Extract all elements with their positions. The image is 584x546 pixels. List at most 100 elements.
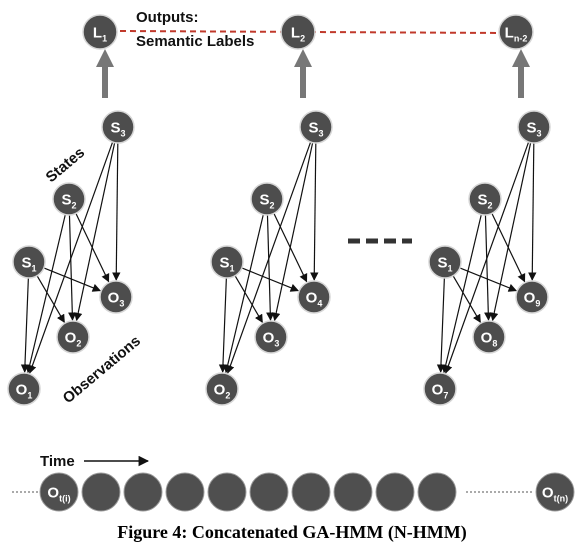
- state-node: S2: [250, 182, 284, 216]
- transition-edge: [223, 212, 265, 374]
- state-node-text: S1: [21, 254, 36, 273]
- state-node-circle: [52, 182, 86, 216]
- label-node-circle: [82, 14, 118, 50]
- state-node: S2: [52, 182, 86, 216]
- observation-node: O4: [297, 280, 331, 314]
- timeline-step-node: [333, 472, 373, 512]
- hmm-groups: L1S3S2S1O3O2O1L2S3S2S1O4O3O2Ln-2S3S2S1O9…: [7, 14, 551, 406]
- transition-edge: [441, 212, 483, 374]
- label-node: L2: [280, 14, 316, 50]
- state-node: S3: [101, 110, 135, 144]
- transition-edge: [218, 275, 228, 373]
- timeline-nodes: Ot(i) Ot(n): [39, 472, 575, 512]
- transition-edge: [68, 212, 77, 321]
- label-node: Ln-2: [498, 14, 534, 50]
- timeline-step-node: [249, 472, 289, 512]
- state-node-circle: [250, 182, 284, 216]
- transition-edge: [233, 273, 263, 324]
- state-node: S3: [517, 110, 551, 144]
- outputs-label-line1: Outputs:: [136, 9, 198, 26]
- state-node-circle: [428, 245, 462, 279]
- timeline-step-node: [123, 472, 163, 512]
- observation-node-text: O4: [306, 289, 323, 308]
- observation-node-text: O2: [65, 329, 82, 348]
- transition-edge: [20, 275, 30, 373]
- observation-node: O1: [7, 372, 41, 406]
- figure-caption: Figure 4: Concatenated GA-HMM (N-HMM): [117, 522, 467, 543]
- observation-node-circle: [99, 280, 133, 314]
- state-node-circle: [299, 110, 333, 144]
- observation-node: O9: [515, 280, 549, 314]
- transition-edge: [528, 140, 537, 281]
- transition-edge: [25, 212, 67, 374]
- observation-node-text: O7: [432, 381, 449, 400]
- state-node-text: S1: [219, 254, 234, 273]
- transition-edge: [310, 140, 319, 281]
- observation-node-circle: [472, 320, 506, 354]
- observation-node: O8: [472, 320, 506, 354]
- timeline-step-node: [81, 472, 121, 512]
- observation-node-text: O8: [481, 329, 498, 348]
- observation-node-circle: [423, 372, 457, 406]
- timeline-step-node: [375, 472, 415, 512]
- timeline-step-node: [291, 472, 331, 512]
- observation-node-text: O9: [524, 289, 541, 308]
- state-node: S1: [428, 245, 462, 279]
- state-node-text: S3: [526, 119, 541, 138]
- label-node-text: L2: [291, 24, 305, 43]
- timeline-start-node-text: Ot(i): [47, 484, 70, 503]
- transition-edge: [35, 273, 65, 324]
- observation-node-text: O3: [263, 329, 280, 348]
- state-node: S2: [468, 182, 502, 216]
- transition-edge: [490, 140, 532, 322]
- timeline-start-node-circle: [39, 472, 79, 512]
- state-node: S1: [12, 245, 46, 279]
- timeline-end-node-text: Ot(n): [542, 484, 568, 503]
- time-label: Time: [40, 453, 75, 470]
- state-node-text: S2: [259, 191, 274, 210]
- observation-node: O2: [205, 372, 239, 406]
- state-node-text: S1: [437, 254, 452, 273]
- observation-node: O2: [56, 320, 90, 354]
- timeline-step-node: [417, 472, 457, 512]
- timeline-start-node: Ot(i): [39, 472, 79, 512]
- observation-node-circle: [254, 320, 288, 354]
- observation-node-circle: [205, 372, 239, 406]
- state-node: S1: [210, 245, 244, 279]
- transition-edge: [451, 273, 481, 324]
- observation-node: O3: [99, 280, 133, 314]
- state-node-circle: [12, 245, 46, 279]
- label-node-circle: [498, 14, 534, 50]
- timeline-step-node: [165, 472, 205, 512]
- state-node-text: S3: [110, 119, 125, 138]
- timeline-end-node: Ot(n): [535, 472, 575, 512]
- observation-node-circle: [297, 280, 331, 314]
- state-node-text: S3: [308, 119, 323, 138]
- observation-node-circle: [56, 320, 90, 354]
- observation-node: O7: [423, 372, 457, 406]
- timeline-step-node: [207, 472, 247, 512]
- transition-edge: [444, 139, 530, 374]
- state-node-circle: [101, 110, 135, 144]
- transition-edge: [484, 212, 493, 321]
- observation-node-circle: [515, 280, 549, 314]
- state-node-circle: [517, 110, 551, 144]
- label-node-text: L1: [93, 24, 107, 43]
- state-node-circle: [210, 245, 244, 279]
- label-node-circle: [280, 14, 316, 50]
- observation-node: O3: [254, 320, 288, 354]
- observation-node-text: O3: [108, 289, 125, 308]
- transition-edge: [272, 140, 314, 322]
- transition-edge: [266, 212, 275, 321]
- states-label: States: [43, 144, 88, 186]
- timeline-end-node-circle: [535, 472, 575, 512]
- transition-edge: [74, 140, 116, 322]
- label-node: L1: [82, 14, 118, 50]
- outputs-label-line2: Semantic Labels: [136, 33, 254, 50]
- observation-node-text: O2: [214, 381, 231, 400]
- transition-edge: [28, 139, 114, 374]
